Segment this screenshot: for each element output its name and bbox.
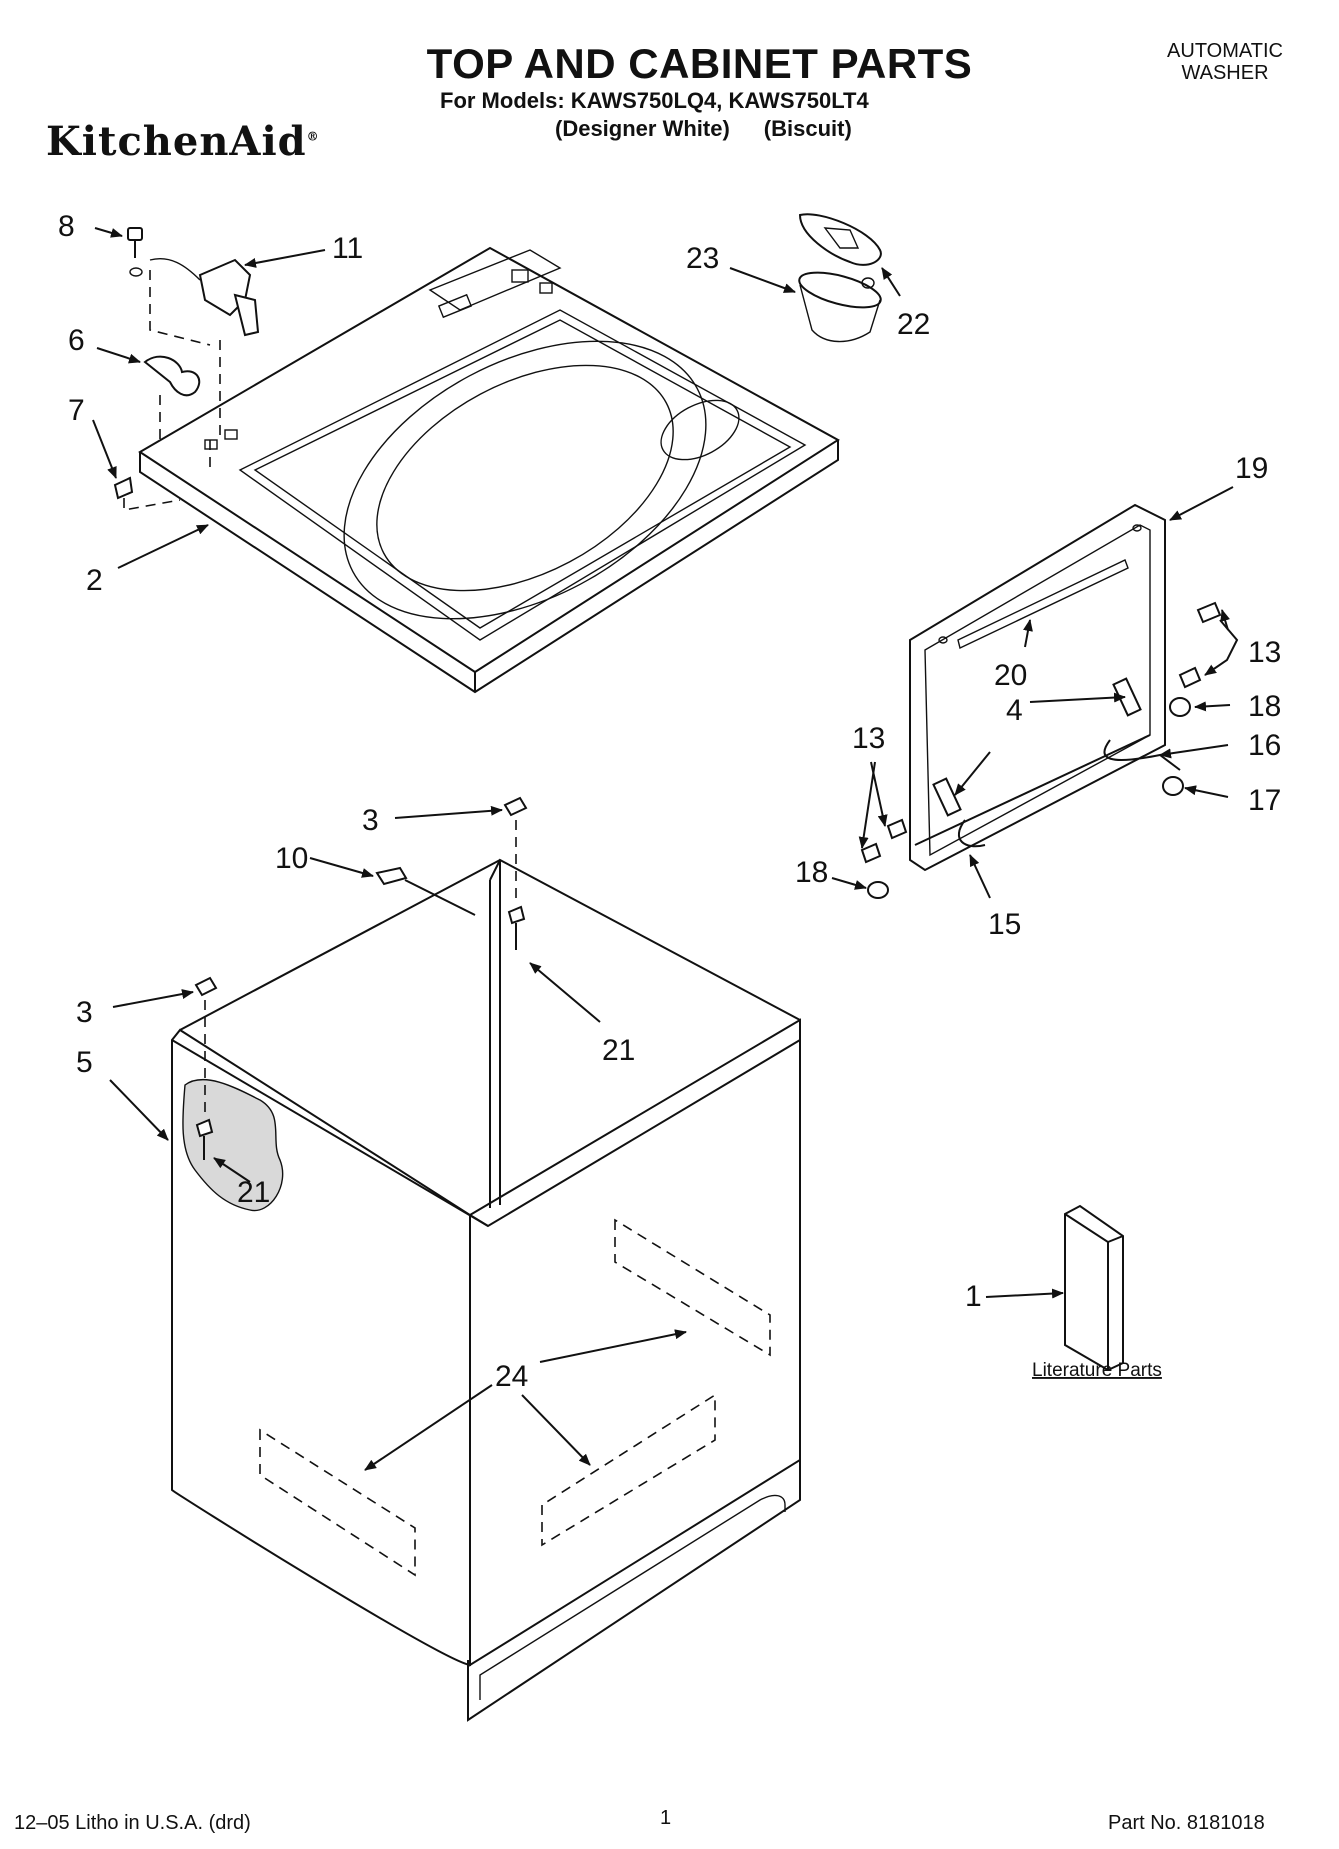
callout-16: 16 [1248,729,1281,762]
control-knob-22 [798,213,882,266]
callout-7: 7 [68,394,85,427]
bracket-6 [143,355,201,440]
appliance-type-line2: WASHER [1181,62,1269,84]
page-number: 1 [660,1807,672,1829]
page-title: TOP AND CABINET PARTS [426,40,973,87]
nut-7 [113,476,181,511]
callout-numbers: 8 11 6 7 2 23 22 19 13 20 4 18 16 13 17 … [58,210,1281,1393]
callout-3-top: 3 [362,804,379,837]
callout-21-right: 21 [602,1034,635,1067]
callout-21-left: 21 [237,1176,270,1209]
literature-parts-label: Literature Parts [1032,1360,1162,1381]
cabinet-pads [259,1218,771,1577]
callout-24: 24 [495,1360,528,1393]
callout-4: 4 [1006,694,1023,727]
callout-10: 10 [275,842,308,875]
callout-13-left: 13 [852,722,885,755]
literature-pack [1064,1204,1124,1372]
brand-logo-text: KitchenAid [46,118,307,165]
callout-13-right: 13 [1248,636,1281,669]
color-designer-white: (Designer White) [555,116,730,141]
screw-8 [127,227,143,277]
leader-lines [92,227,1239,1471]
brand-logo: KitchenAid® [46,118,320,165]
callout-18-left: 18 [795,856,828,889]
callout-17: 17 [1248,784,1281,817]
color-biscuit: (Biscuit) [763,116,852,141]
hinge-screws [860,601,1222,899]
appliance-type-line1: AUTOMATIC [1167,40,1283,62]
hinge-and-rod [914,677,1181,848]
callout-15: 15 [988,908,1021,941]
appliance-type: AUTOMATIC WASHER [1150,40,1300,84]
callout-5: 5 [76,1046,93,1079]
litho-note: 12–05 Litho in U.S.A. (drd) [14,1812,251,1834]
callout-11: 11 [332,232,363,265]
callout-22: 22 [897,308,930,341]
washer-cabinet [170,796,801,1722]
washer-top-panel [138,246,840,694]
callout-19: 19 [1235,452,1268,485]
callout-1: 1 [965,1280,982,1313]
lid-switch-assembly [149,258,260,470]
callout-23: 23 [686,242,719,275]
washer-lid [909,503,1166,872]
model-numbers: For Models: KAWS750LQ4, KAWS750LT4 [440,88,869,113]
callout-3-left: 3 [76,996,93,1029]
callout-2: 2 [86,564,103,597]
color-variants: (Designer White) (Biscuit) [555,116,886,142]
callout-20: 20 [994,659,1027,692]
callout-18-right: 18 [1248,690,1281,723]
callout-6: 6 [68,324,85,357]
part-number: Part No. 8181018 [1108,1812,1265,1834]
callout-8: 8 [58,210,75,243]
control-knob-23 [798,271,882,343]
